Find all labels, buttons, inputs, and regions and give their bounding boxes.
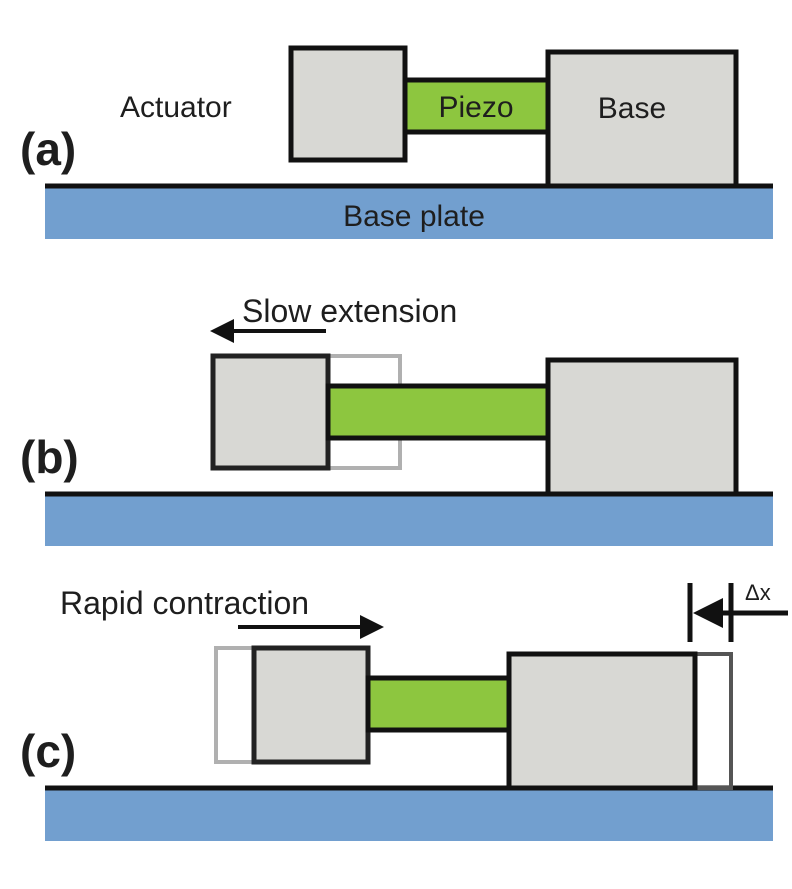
base-block bbox=[545, 357, 739, 497]
piezo-label: Piezo bbox=[438, 91, 513, 124]
base-label: Base bbox=[598, 92, 666, 125]
base-plate-label: Base plate bbox=[343, 200, 485, 233]
base-plate bbox=[45, 186, 773, 239]
piezo-element bbox=[325, 383, 551, 441]
panel-a: Base plate Actuator Piezo Base (a) bbox=[20, 45, 773, 239]
panel-label-c: (c) bbox=[20, 725, 76, 777]
base-plate bbox=[45, 788, 773, 841]
actuator-block bbox=[288, 45, 408, 163]
panel-label-a: (a) bbox=[20, 123, 76, 175]
motion-label: Slow extension bbox=[242, 293, 457, 329]
panel-b: Slow extension (b) bbox=[20, 293, 773, 546]
base-block bbox=[506, 651, 698, 791]
base-ghost-outline bbox=[693, 652, 733, 790]
displacement-label: Δx bbox=[745, 580, 771, 605]
base-block bbox=[545, 49, 739, 189]
actuator-ghost-outline bbox=[214, 646, 256, 764]
piezo-element bbox=[402, 77, 551, 135]
motion-label: Rapid contraction bbox=[60, 585, 309, 621]
base-plate bbox=[45, 494, 773, 546]
actuator-label: Actuator bbox=[120, 91, 232, 124]
actuator-block bbox=[210, 353, 331, 471]
actuator-block bbox=[251, 645, 371, 765]
piezo-element bbox=[365, 675, 512, 733]
panel-label-b: (b) bbox=[20, 431, 79, 483]
panel-c: Rapid contraction Δx (c) bbox=[20, 580, 788, 841]
